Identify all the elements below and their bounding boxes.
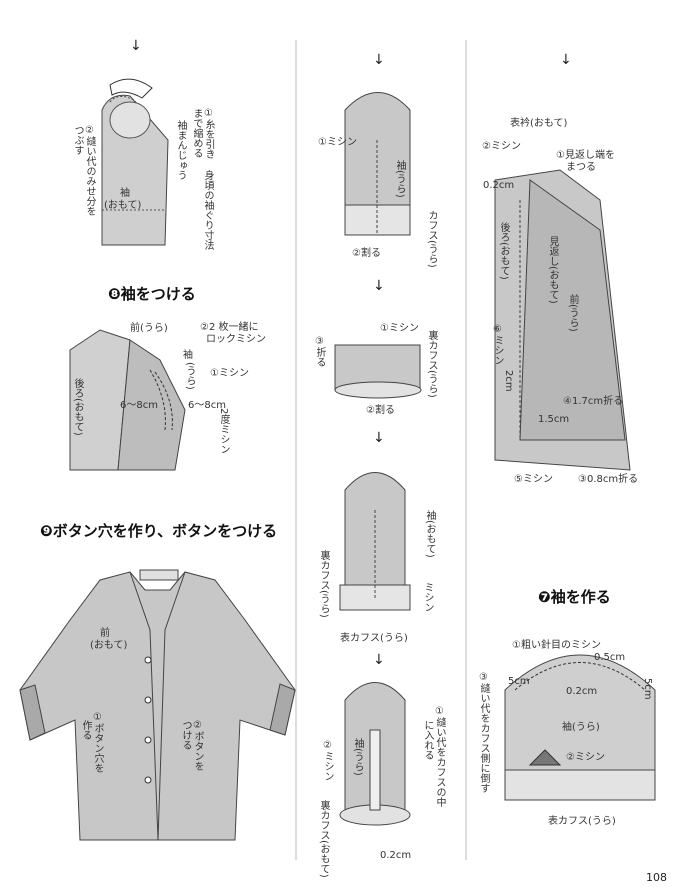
label-facing-h: 見返し(おもて) [547,236,558,304]
label-insert-g: ①縫い代をカフスの中 [434,706,445,807]
label-facing-end-h: ①見返し端を [556,150,615,161]
arrow-down-h: ↓ [560,52,572,68]
label-back-cuff-f: 裏カフス(うら) [318,550,329,618]
label-sleeve-cap: 袖まんじゅう [175,120,186,180]
label-btnhole: ①ボタン穴を [92,712,103,773]
label-front-wrong-b: 前(うら) [130,323,168,334]
label-insert2-g: に入れる [422,720,433,760]
label-sew2-i: ②ミシン [566,752,605,763]
label-sleeve-b: 袖 [183,350,193,361]
label-cm-a: 6～8cm [120,400,158,411]
make-sleeve-illustration [504,654,656,801]
label-cm02-h: 0.2cm [483,180,515,191]
label-sleeve-g: 袖(うら) [352,738,363,776]
heading-buttons: ❾ボタン穴を作り、ボタンをつける [40,522,278,540]
label-sleeve-i: 袖(うら) [562,722,600,733]
label-sleeve-a: 袖 [120,188,130,199]
label-gather-i: ①粗い針目のミシン [512,640,601,651]
label-fold17-h: ④1.7cm折る [563,396,624,407]
arrow-down-e: ↓ [373,278,385,294]
arrow-down-g: ↓ [373,652,385,668]
label-sew-twice: 2度ミシン [218,408,229,455]
label-thread: ①糸を引き [203,108,214,159]
front-facing-illustration [494,169,631,471]
label-cm5b-i: 5cm [642,678,653,700]
label-cm02-i: 0.2cm [566,686,598,697]
sleeve-cap-ironing-illustration [101,78,169,246]
label-back-cuff-g: 裏カフス(おもて) [318,800,329,878]
label-cm15-h: 1.5cm [538,414,570,425]
label-sleeve-d: 袖(うら) [394,160,405,198]
label-overlock: ②2 枚一緒に [200,322,259,333]
label-fold08-h: ③0.8cm折る [578,474,639,485]
attach-sleeve-illustration [69,329,186,471]
arrow-down-d: ↓ [373,52,385,68]
label-outer-cuff-f: 表カフス(うら) [340,633,408,644]
label-cm-b: 6～8cm [188,400,226,411]
arrow-down-a: ↓ [130,38,142,54]
label-sew5-h: ⑤ミシン [514,474,553,485]
label-seam-press: ②縫い代のみせ分を [84,125,95,216]
label-cm5a-i: 5cm [508,676,530,687]
iron-icon [109,78,153,99]
label-collar-h: 表衿(おもて) [510,118,568,129]
label-back-cuff-e: 裏カフス(うら) [426,330,437,398]
label-cm05-i: 0.5cm [594,652,626,663]
label-shrink: まで縮める [191,108,202,158]
sleeve-cuff-step2-illustration [334,344,422,399]
sleeve-cuff-step1-illustration [344,92,411,236]
label-seam-press2: つぶす [72,125,83,155]
label-split-d: ②割る [352,248,381,259]
iron-icon [528,749,562,766]
label-sew-e: ①ミシン [380,323,419,334]
label-btnhole2: 作る [80,720,91,740]
label-outer-cuff-i: 表カフス(うら) [548,816,616,827]
sleeve-cuff-step3-illustration [339,472,411,611]
label-sew-f: ミシン [422,582,433,612]
label-sew2-h: ②ミシン [482,141,521,152]
heading-attach-sleeve: ❽袖をつける [108,285,196,303]
label-cuff-d: カフス(うら) [426,210,437,268]
label-cm-g: 0.2cm [380,850,412,861]
label-button2: つける [180,720,191,750]
label-front-h: 前(うら) [567,294,578,332]
label-back-b: 後ろ(おもて) [72,378,83,436]
page-number: 108 [646,871,667,884]
label-seam-i: ③縫い代をカフス側に倒す [478,672,489,793]
label-sew1-b: ①ミシン [210,368,249,379]
finished-blouse-illustration [19,569,296,841]
label-sew-g: ②ミシン [322,740,333,781]
label-button: ②ボタンを [192,720,203,771]
label-back-h: 後ろ(おもて) [498,222,509,280]
label-sleeve-f: 袖(おもて) [424,510,435,558]
heading-make-sleeve: ❼袖を作る [538,588,611,606]
label-split-e: ②割る [366,405,395,416]
sleeve-cuff-step4-illustration [339,682,411,826]
label-right-side-a: (おもて) [104,200,142,211]
label-facing-end2-h: まつる [566,162,596,173]
label-cm2-h: 2cm [503,370,514,392]
label-sew-d: ①ミシン [318,137,357,148]
arrow-down-f: ↓ [373,430,385,446]
label-front-side-c: (おもて) [90,640,128,651]
label-sleeve-wrong-b: (うら) [184,362,195,390]
label-overlock2: ロックミシン [206,334,266,345]
label-front-c: 前 [100,628,110,639]
label-fold-e: ③折る [314,336,325,367]
label-sew6-h: ⑥ミシン [492,324,503,365]
label-armhole: 身頃の袖ぐり寸法 [202,170,213,250]
